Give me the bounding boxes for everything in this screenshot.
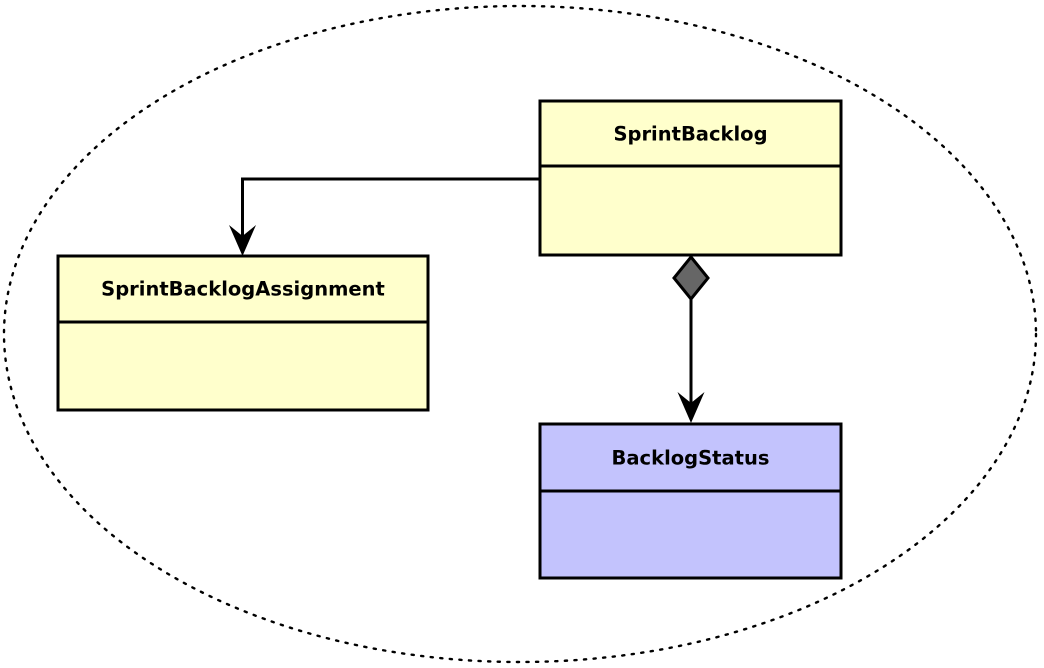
uml-class-sprint-backlog-body xyxy=(538,99,843,257)
uml-class-sprint-backlog[interactable]: SprintBacklog xyxy=(538,99,843,257)
aggregation-diamond-icon xyxy=(672,254,710,302)
uml-class-sprint-backlog-title: SprintBacklog xyxy=(613,123,767,146)
aggregation-arrowhead-icon xyxy=(677,392,705,423)
aggregation-sprintbacklog-to-backlogstatus[interactable] xyxy=(672,254,710,423)
package-boundary-ellipse xyxy=(2,4,1038,664)
uml-class-sprint-backlog-assignment-body xyxy=(56,254,430,412)
association-elbow-path xyxy=(241,177,540,238)
association-sprintbacklog-to-sprintbacklogassignment[interactable] xyxy=(229,177,540,256)
uml-class-backlog-status-body xyxy=(538,422,843,580)
uml-class-backlog-status-title: BacklogStatus xyxy=(612,447,770,470)
uml-class-sprint-backlog-assignment-title: SprintBacklogAssignment xyxy=(101,278,385,301)
uml-class-sprint-backlog-assignment[interactable]: SprintBacklogAssignment xyxy=(56,254,430,412)
uml-class-backlog-status[interactable]: BacklogStatus xyxy=(538,422,843,580)
association-arrowhead-icon xyxy=(229,225,256,256)
